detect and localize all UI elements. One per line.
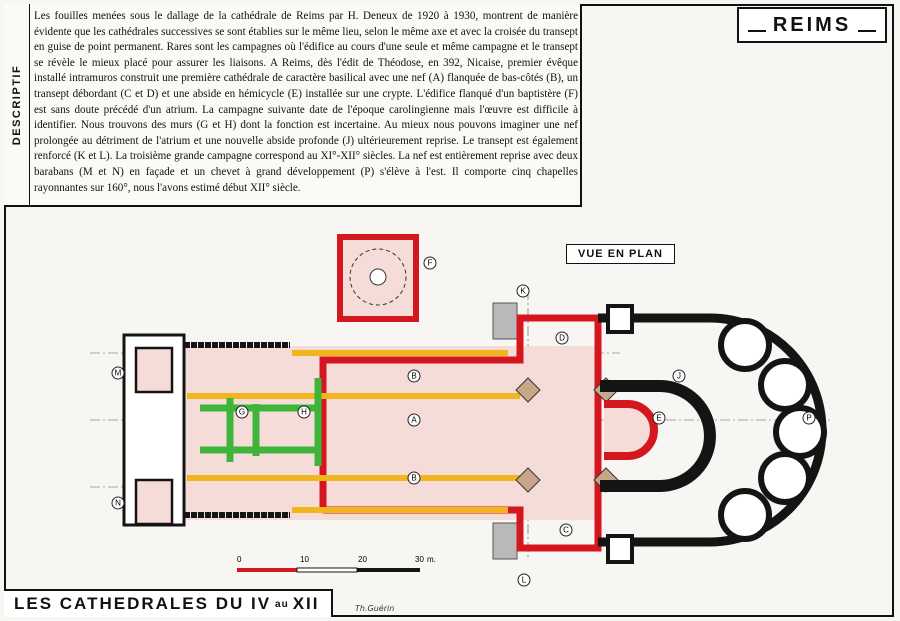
callout-p [802, 411, 816, 425]
description-box [4, 4, 582, 207]
plan-callouts [111, 256, 816, 587]
callout-j [672, 369, 686, 383]
callout-e [652, 411, 666, 425]
callout-d [555, 331, 569, 345]
facade-block [122, 333, 290, 527]
scale-tick-30: 30 [415, 555, 424, 564]
plan-letters: A B B C D E F G H J K L M N P [115, 259, 812, 585]
callout-f [423, 256, 437, 270]
label-b-south: B [411, 474, 416, 483]
footer-title-end: XII [292, 594, 320, 613]
chevet-p [598, 304, 827, 564]
label-j: J [677, 372, 681, 381]
scale-bar: 0 10 20 30 m. [237, 555, 436, 573]
callout-l [517, 573, 531, 587]
apse-e [604, 400, 658, 460]
label-e: E [656, 414, 661, 423]
nave-fill [178, 346, 600, 520]
label-g: G [239, 408, 245, 417]
footer-title-au: au [275, 598, 289, 610]
label-f: F [428, 259, 433, 268]
scale-unit: m. [427, 555, 436, 564]
label-a: A [411, 416, 417, 425]
label-c: C [563, 526, 569, 535]
footer-title-main: LES CATHEDRALES DU IV [14, 594, 272, 613]
label-d: D [559, 334, 565, 343]
aisle-walls [187, 350, 520, 513]
description-text: Les fouilles menées sous le dallage de l… [34, 10, 578, 194]
page-title: REIMS [772, 13, 852, 36]
footer-title: LES CATHEDRALES DU IV au XII [4, 589, 333, 617]
title-box: REIMS [737, 7, 887, 43]
callout-k [516, 284, 530, 298]
label-m: M [115, 369, 122, 378]
label-n: N [115, 499, 121, 508]
description-side-label: DESCRIPTIF [4, 4, 30, 205]
callout-a [407, 413, 421, 427]
title-dash-left [747, 30, 766, 32]
label-k: K [520, 287, 526, 296]
callout-b-south [407, 471, 421, 485]
apse-j [600, 380, 716, 492]
callout-h [297, 405, 311, 419]
scale-tick-20: 20 [358, 555, 367, 564]
callout-c [559, 523, 573, 537]
artist-signature: Th.Guérin [355, 604, 395, 613]
tower-l [492, 522, 518, 560]
callout-m [111, 366, 125, 380]
label-l: L [522, 576, 527, 585]
view-label: VUE EN PLAN [566, 244, 675, 264]
callout-n [111, 496, 125, 510]
label-h: H [301, 408, 307, 417]
label-p: P [806, 414, 811, 423]
scale-tick-0: 0 [237, 555, 242, 564]
scale-tick-10: 10 [300, 555, 309, 564]
callout-b-north [407, 369, 421, 383]
label-b-north: B [411, 372, 416, 381]
baptistery-f [337, 234, 419, 322]
tower-k [492, 302, 518, 340]
title-dash-right [858, 30, 877, 32]
carolingian-walls [200, 378, 322, 466]
callout-g [235, 405, 249, 419]
